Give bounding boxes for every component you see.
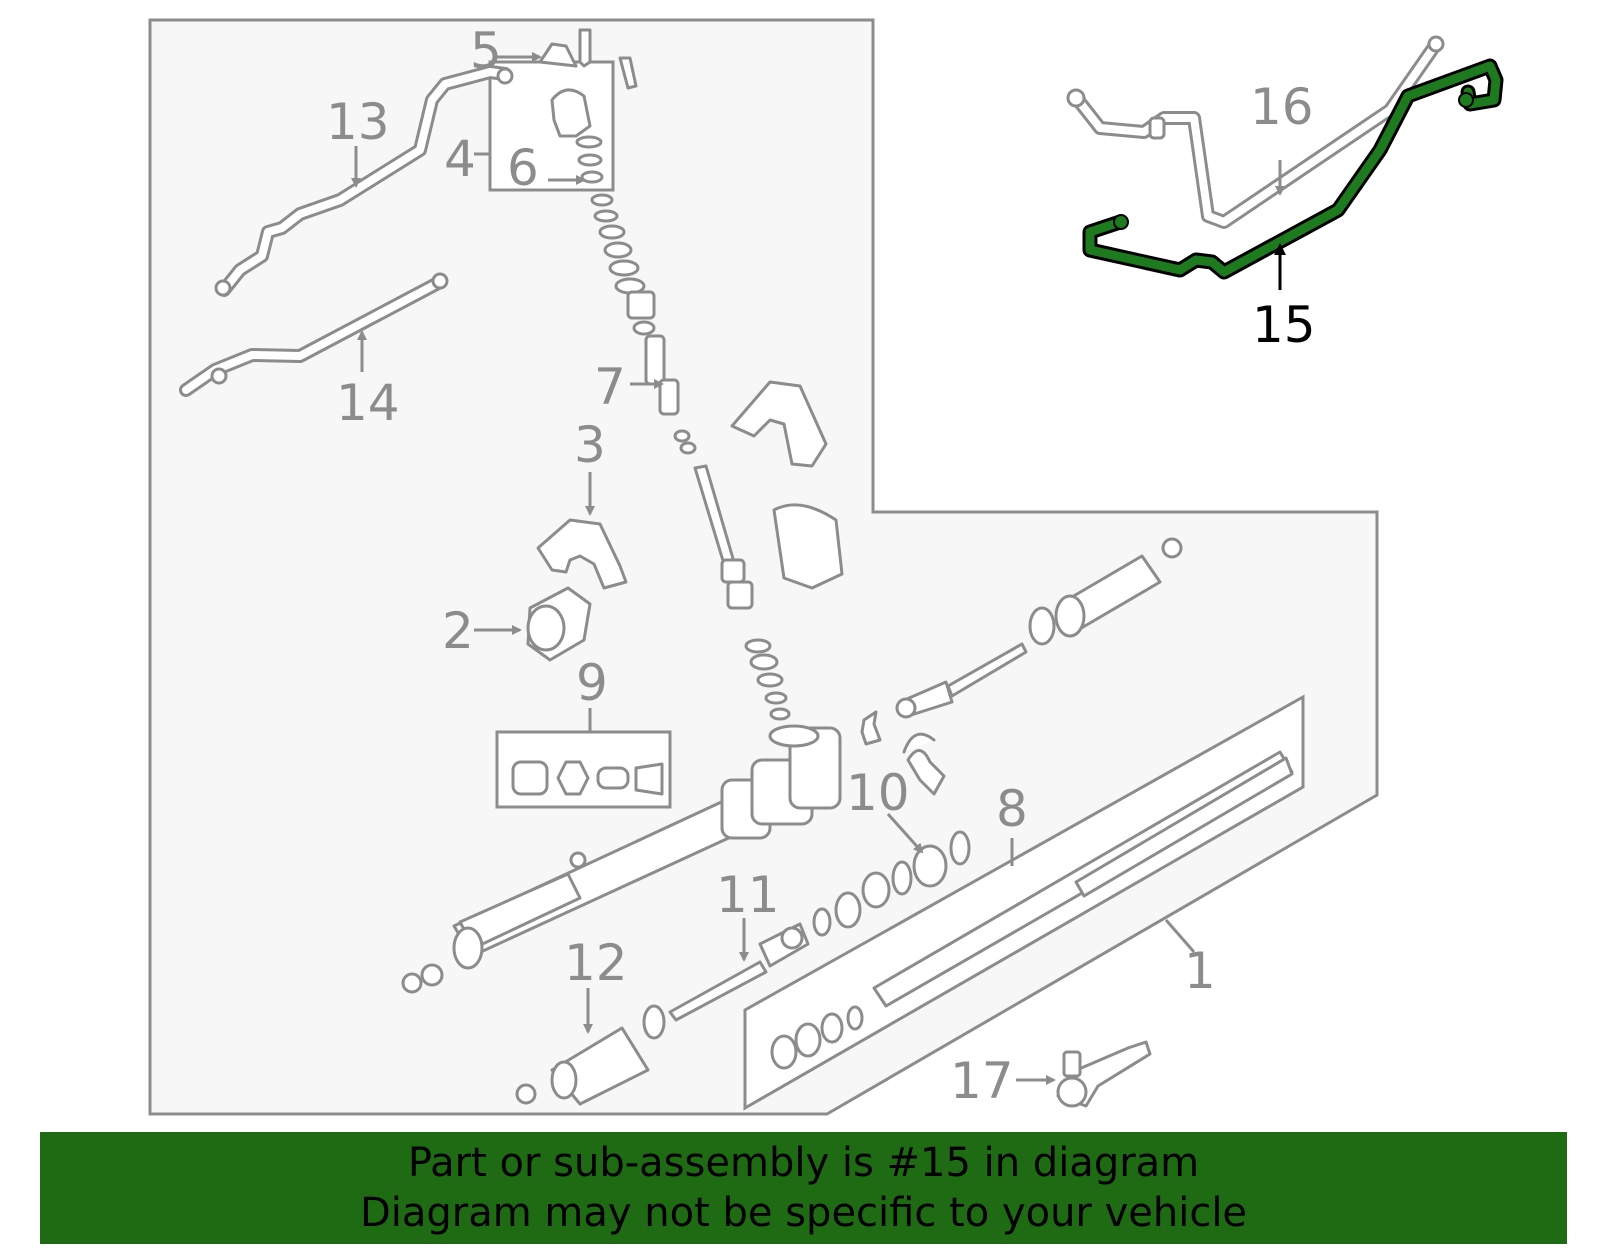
steering-rack-1 — [770, 750, 1294, 1070]
return-line-16 — [1066, 35, 1445, 229]
pressure-line-15-highlighted — [1082, 58, 1504, 280]
rack-boot-12 — [515, 1004, 666, 1106]
label-1: 1 — [1184, 942, 1216, 1000]
label-2: 2 — [442, 602, 474, 660]
tie-rod-end-17 — [1056, 1040, 1152, 1108]
reservoir-cap-5 — [538, 28, 638, 90]
mount-clamp-3 — [536, 518, 628, 590]
part-4-box — [488, 60, 615, 192]
control-valve-stack-7 — [590, 193, 791, 721]
label-9: 9 — [576, 654, 608, 712]
label-16: 16 — [1250, 78, 1314, 136]
return-line-14 — [179, 272, 449, 397]
mount-bushing-2 — [526, 586, 592, 662]
label-5: 5 — [470, 22, 502, 80]
rack-housing — [401, 724, 842, 994]
mount-bracket-large — [730, 380, 844, 590]
valve-seal-kit-9 — [511, 760, 664, 796]
label-8: 8 — [996, 780, 1028, 838]
leader-lines — [351, 52, 1286, 1085]
label-4: 4 — [444, 130, 476, 188]
label-13: 13 — [326, 93, 390, 151]
inner-tie-rod-right — [895, 537, 1183, 719]
label-14: 14 — [336, 374, 400, 432]
banner-line-disclaimer: Diagram may not be specific to your vehi… — [359, 1190, 1248, 1236]
label-11: 11 — [716, 866, 780, 924]
label-10: 10 — [846, 764, 910, 822]
info-banner: Part or sub-assembly is #15 in diagram D… — [40, 1132, 1567, 1244]
label-7: 7 — [594, 358, 626, 416]
label-17: 17 — [950, 1052, 1014, 1110]
inner-tie-rod-11 — [668, 922, 810, 1022]
label-3: 3 — [574, 416, 606, 474]
label-12: 12 — [564, 934, 628, 992]
banner-line-part-number: Part or sub-assembly is #15 in diagram — [407, 1140, 1200, 1186]
label-6: 6 — [507, 139, 539, 197]
callout-labels: 5 13 4 6 14 7 3 2 9 10 8 11 12 1 17 16 1… — [326, 22, 1316, 1110]
rack-seals-10 — [812, 710, 971, 937]
label-15-highlighted: 15 — [1252, 296, 1316, 354]
pressure-line-13 — [214, 65, 514, 297]
